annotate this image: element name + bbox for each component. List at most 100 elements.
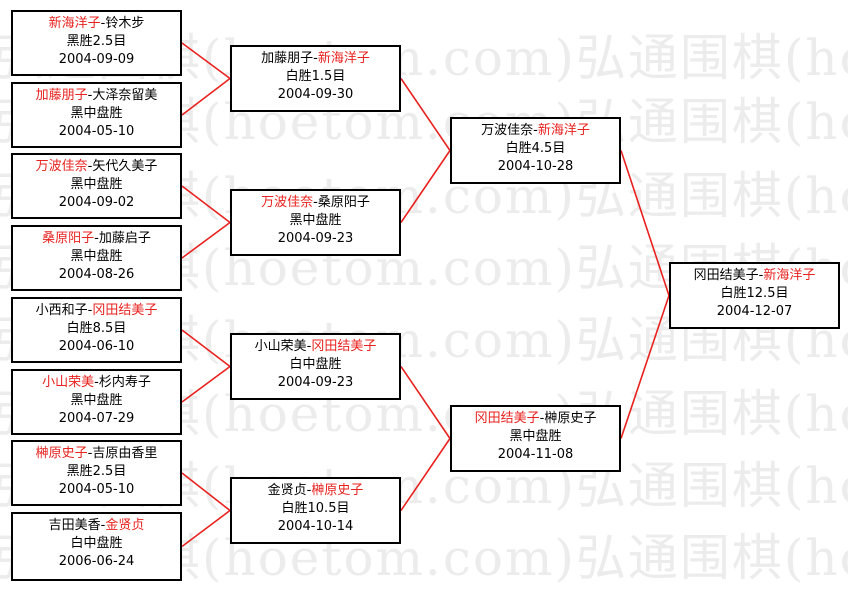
player-separator: - bbox=[94, 231, 99, 246]
match-players: 榊原史子-吉原由香里 bbox=[13, 445, 180, 463]
match-players: 吉田美香-金贤贞 bbox=[13, 517, 180, 535]
connector-r2m2-r3m1 bbox=[400, 150, 451, 223]
match-players: 冈田结美子-新海洋子 bbox=[671, 267, 838, 285]
match-result: 白胜12.5目 bbox=[720, 286, 789, 301]
match-players: 冈田结美子-榊原史子 bbox=[452, 410, 619, 428]
connector-r1m7-r2m4 bbox=[181, 472, 231, 512]
player-separator: - bbox=[539, 411, 545, 426]
match-players: 加藤朋子-大泽奈留美 bbox=[13, 87, 180, 105]
player-white: 大泽奈留美 bbox=[92, 88, 158, 103]
match-result: 白胜8.5目 bbox=[66, 321, 127, 336]
match-result: 黑中盘胜 bbox=[70, 393, 123, 408]
player-white: 金贤贞 bbox=[105, 518, 145, 533]
player-black: 小西和子 bbox=[35, 303, 88, 318]
match-box-r2m2: 万波佳奈-桑原阳子黑中盘胜 2004-09-23 bbox=[230, 189, 401, 256]
player-black: 冈田结美子 bbox=[693, 268, 759, 283]
connector-r3m2-final bbox=[620, 295, 670, 439]
connector-r1m8-r2m4 bbox=[181, 509, 231, 548]
match-result: 黑中盘胜 bbox=[70, 249, 123, 264]
player-separator: - bbox=[313, 51, 318, 66]
match-result: 黑中盘胜 bbox=[289, 213, 342, 228]
match-box-r2m4: 金贤贞-榊原史子白胜10.5目 2004-10-14 bbox=[230, 477, 401, 544]
connector-r1m4-r2m2 bbox=[181, 221, 231, 259]
player-black: 加藤朋子 bbox=[35, 88, 88, 103]
match-date: 2004-05-10 bbox=[58, 482, 135, 497]
connector-r1m3-r2m2 bbox=[181, 185, 231, 224]
player-black: 万波佳奈 bbox=[35, 159, 88, 174]
match-players: 小山荣美-杉内寿子 bbox=[13, 374, 180, 392]
match-result: 黑中盘胜 bbox=[70, 106, 123, 121]
match-date: 2004-09-23 bbox=[277, 231, 354, 246]
player-white: 榊原史子 bbox=[311, 483, 364, 498]
match-date: 2004-10-14 bbox=[277, 519, 354, 534]
match-result: 黑胜2.5目 bbox=[66, 34, 127, 49]
player-black: 榊原史子 bbox=[35, 446, 88, 461]
player-separator: - bbox=[758, 268, 764, 283]
connector-r1m2-r2m1 bbox=[181, 77, 231, 116]
match-date: 2004-11-08 bbox=[497, 447, 574, 462]
player-white: 加藤启子 bbox=[98, 231, 151, 246]
match-players: 桑原阳子-加藤启子 bbox=[13, 230, 180, 248]
match-date: 2004-12-07 bbox=[716, 304, 793, 319]
match-result: 黑胜2.5目 bbox=[66, 464, 127, 479]
match-players: 万波佳奈-矢代久美子 bbox=[13, 158, 180, 176]
connector-r1m6-r2m3 bbox=[181, 365, 231, 403]
player-black: 小山荣美 bbox=[254, 339, 307, 354]
player-separator: - bbox=[87, 446, 93, 461]
match-date: 2004-08-26 bbox=[58, 267, 135, 282]
connector-r2m4-r3m2 bbox=[400, 438, 451, 511]
player-separator: - bbox=[313, 195, 318, 210]
match-date: 2004-07-29 bbox=[58, 411, 135, 426]
match-result: 白胜10.5目 bbox=[281, 501, 350, 516]
match-result: 黑中盘胜 bbox=[509, 429, 562, 444]
connector-r1m5-r2m3 bbox=[181, 329, 231, 368]
player-separator: - bbox=[533, 123, 538, 138]
player-black: 冈田结美子 bbox=[474, 411, 540, 426]
player-separator: - bbox=[87, 159, 93, 174]
player-black: 加藤朋子 bbox=[261, 51, 314, 66]
player-black: 万波佳奈 bbox=[261, 195, 314, 210]
player-separator: - bbox=[87, 88, 93, 103]
match-players: 万波佳奈-新海洋子 bbox=[452, 122, 619, 140]
player-separator: - bbox=[306, 483, 312, 498]
player-black: 小山荣美 bbox=[42, 375, 95, 390]
match-date: 2004-09-23 bbox=[277, 375, 354, 390]
player-separator: - bbox=[306, 339, 312, 354]
player-separator: - bbox=[100, 16, 106, 31]
match-result: 白胜1.5目 bbox=[285, 69, 346, 84]
player-black: 万波佳奈 bbox=[481, 123, 534, 138]
player-black: 吉田美香 bbox=[48, 518, 101, 533]
match-date: 2004-05-10 bbox=[58, 124, 135, 139]
connector-r2m3-r3m2 bbox=[400, 366, 451, 439]
match-result: 白胜4.5目 bbox=[505, 141, 566, 156]
match-date: 2004-09-09 bbox=[58, 52, 135, 67]
match-players: 小山荣美-冈田结美子 bbox=[232, 338, 399, 356]
match-result: 白中盘胜 bbox=[289, 357, 342, 372]
match-result: 黑中盘胜 bbox=[70, 177, 123, 192]
player-black: 金贤贞 bbox=[267, 483, 307, 498]
connector-r2m1-r3m1 bbox=[400, 78, 451, 151]
player-white: 杉内寿子 bbox=[98, 375, 151, 390]
player-white: 新海洋子 bbox=[537, 123, 590, 138]
match-players: 万波佳奈-桑原阳子 bbox=[232, 194, 399, 212]
player-white: 铃木步 bbox=[105, 16, 145, 31]
player-white: 新海洋子 bbox=[763, 268, 816, 283]
player-white: 冈田结美子 bbox=[311, 339, 377, 354]
match-result: 白中盘胜 bbox=[70, 536, 123, 551]
player-white: 冈田结美子 bbox=[92, 303, 158, 318]
connector-r3m1-final bbox=[620, 150, 670, 296]
player-black: 桑原阳子 bbox=[42, 231, 95, 246]
player-white: 榊原史子 bbox=[544, 411, 597, 426]
